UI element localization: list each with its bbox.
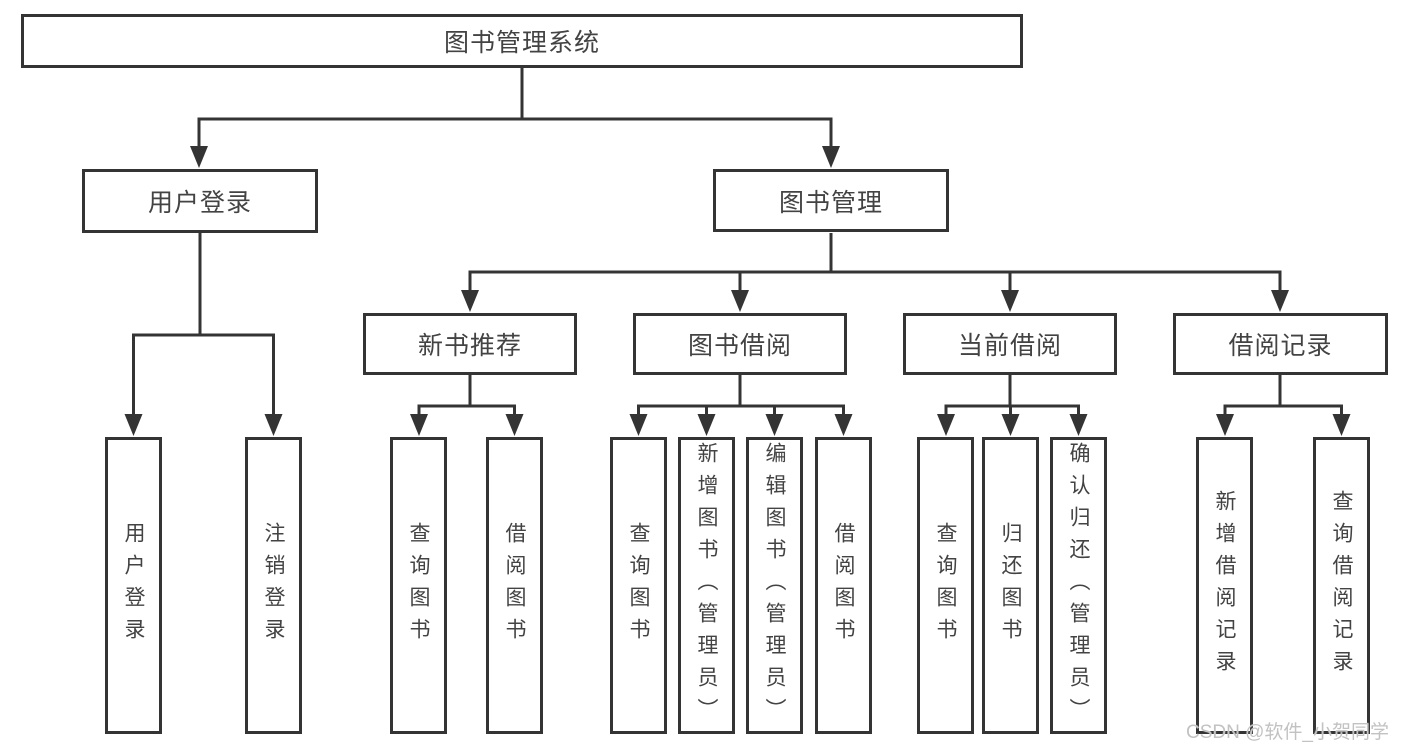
leaf-edit-book-admin: 编辑图书（管理员）	[746, 437, 803, 734]
leaf-label: 查询借阅记录	[1330, 489, 1354, 682]
leaf-label: 借阅图书	[832, 521, 856, 650]
node-new-book-recommend: 新书推荐	[363, 313, 577, 375]
node-current-borrowing: 当前借阅	[903, 313, 1117, 375]
leaf-new-borrow-record: 新增借阅记录	[1196, 437, 1253, 734]
node-user-login: 用户登录	[82, 169, 318, 233]
node-book-borrowing: 图书借阅	[633, 313, 847, 375]
leaf-label: 注销登录	[262, 521, 286, 650]
leaf-query-books-recommend: 查询图书	[390, 437, 447, 734]
leaf-label: 确认归还（管理员）	[1067, 441, 1091, 730]
leaf-label: 查询图书	[627, 521, 651, 650]
leaf-query-books-current: 查询图书	[917, 437, 974, 734]
leaf-label: 用户登录	[122, 521, 146, 650]
leaf-label: 新增借阅记录	[1213, 489, 1237, 682]
node-library-system: 图书管理系统	[21, 14, 1023, 68]
leaf-return-book: 归还图书	[982, 437, 1039, 734]
leaf-query-borrow-record: 查询借阅记录	[1313, 437, 1370, 734]
leaf-borrow-books-recommend: 借阅图书	[486, 437, 543, 734]
leaf-user-login: 用户登录	[105, 437, 162, 734]
leaf-label: 编辑图书（管理员）	[763, 441, 787, 730]
leaf-query-books-borrowing: 查询图书	[610, 437, 667, 734]
leaf-label: 借阅图书	[503, 521, 527, 650]
leaf-borrow-books-borrowing: 借阅图书	[815, 437, 872, 734]
leaf-label: 查询图书	[934, 521, 958, 650]
node-book-management: 图书管理	[713, 169, 949, 232]
watermark: CSDN @软件_小贺同学	[1186, 722, 1389, 743]
leaf-confirm-return-admin: 确认归还（管理员）	[1050, 437, 1107, 734]
leaf-label: 查询图书	[407, 521, 431, 650]
leaf-label: 新增图书（管理员）	[695, 441, 719, 730]
leaf-label: 归还图书	[999, 521, 1023, 650]
leaf-add-book-admin: 新增图书（管理员）	[678, 437, 735, 734]
node-borrowing-records: 借阅记录	[1173, 313, 1388, 375]
leaf-logout: 注销登录	[245, 437, 302, 734]
